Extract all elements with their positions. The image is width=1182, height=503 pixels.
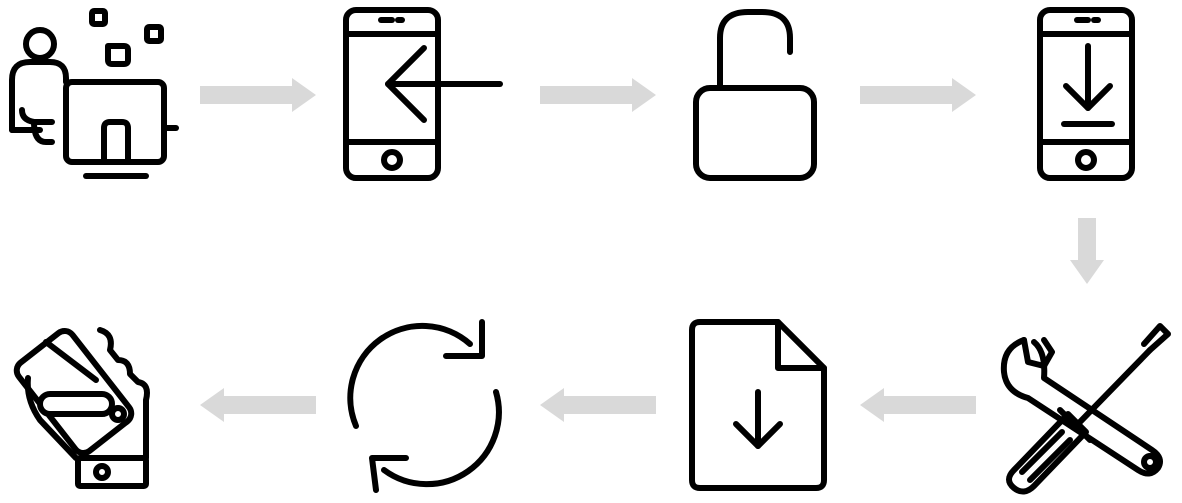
phone-download-icon xyxy=(1037,7,1135,181)
person-computer-icon xyxy=(9,8,179,179)
refresh-icon xyxy=(347,319,502,493)
hand-phone-icon xyxy=(13,327,150,489)
connector-arrow-4 xyxy=(860,388,976,422)
connector-arrow-3 xyxy=(860,78,976,112)
connector-arrow-2 xyxy=(540,78,656,112)
connectors xyxy=(200,78,1104,422)
file-download-icon xyxy=(689,319,827,491)
connector-arrow-6 xyxy=(200,388,316,422)
phone-input-icon xyxy=(343,7,503,181)
connector-arrow-1 xyxy=(200,78,316,112)
unlock-icon xyxy=(693,9,817,181)
connector-arrow-5 xyxy=(540,388,656,422)
connector-arrow-down xyxy=(1070,218,1104,284)
tools-icon xyxy=(1000,323,1171,495)
